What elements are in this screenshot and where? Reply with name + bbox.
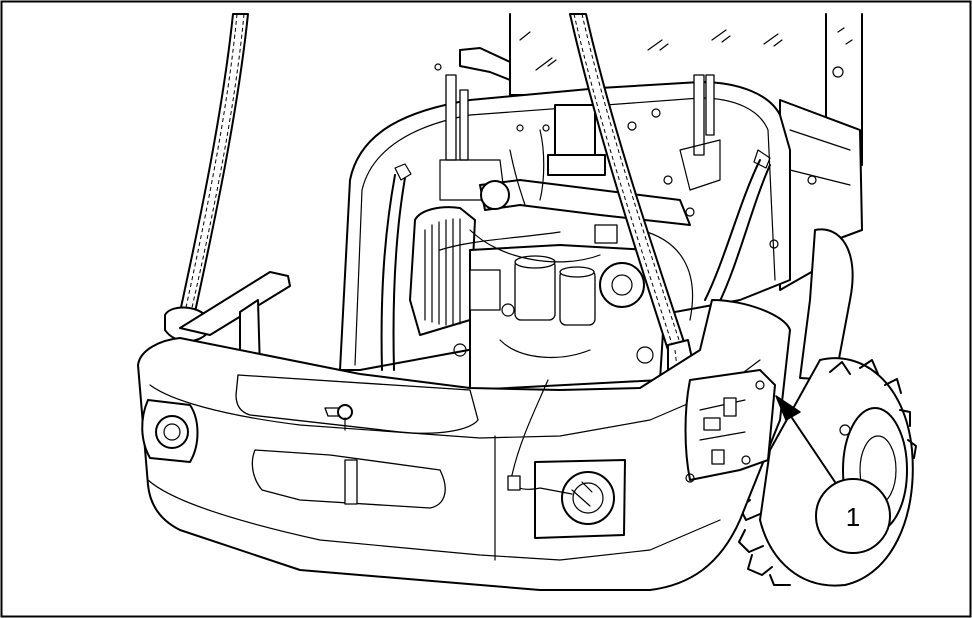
engine-compartment — [339, 47, 791, 391]
callout-label: 1 — [846, 502, 860, 532]
side-frame — [779, 99, 863, 381]
lifting-sling-left — [164, 13, 249, 343]
callout-circle — [815, 478, 891, 554]
callout-1: 1 — [775, 395, 891, 554]
callout-leader-line — [787, 411, 836, 483]
callout-arrowhead — [775, 395, 801, 421]
rear-counterweight — [137, 299, 791, 591]
